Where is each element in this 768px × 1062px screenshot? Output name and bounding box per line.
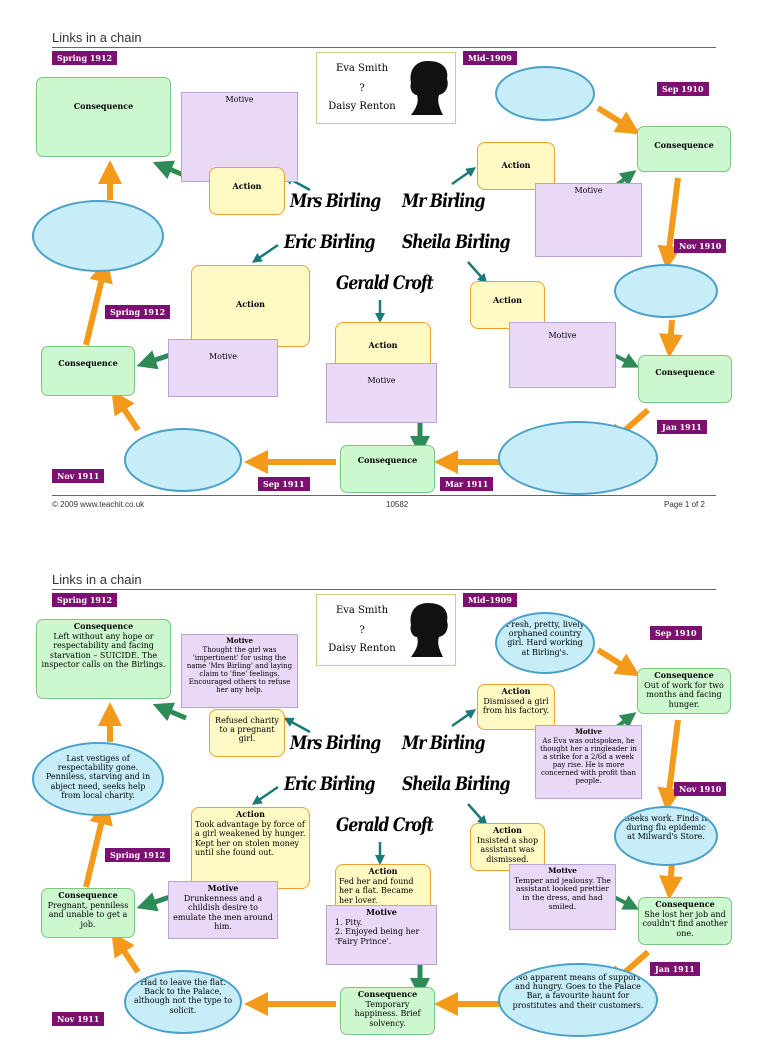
action-sheila-birling: Action [470,281,545,329]
consequence-right: Consequence She lost her job and couldn'… [638,897,732,945]
oval-top-right: Fresh, pretty, lively orphaned country g… [495,612,595,674]
consequence-bottom: Consequence Temporary happiness. Brief s… [340,987,435,1035]
footer-page-number: Page 1 of 2 [664,500,705,509]
footer-doc-number: 10582 [386,500,409,509]
motive-eric-birling: Motive Drunkenness and a childish desire… [168,881,278,939]
date-nov-1911: Nov 1911 [52,1012,105,1026]
daisy-name: Daisy Renton [328,101,396,112]
action-eric-birling: Action Took advantage by force of a girl… [191,807,310,889]
motive-eric-birling: Motive [168,339,278,397]
action-mrs-birling: Refused charity to a pregnant girl. [209,709,285,757]
oval-left [32,200,164,272]
header-rule [52,47,716,48]
motive-item: 1. Pity. [335,918,363,928]
name-gerald-croft: Gerald Croft [336,272,434,294]
footer-copyright: © 2009 www.teachit.co.uk [52,500,145,509]
action-mr-birling: Action Dismissed a girl from his factory… [477,684,555,730]
consequence-left: Consequence Pregnant, penniless and unab… [41,888,135,938]
name-sheila-birling: Sheila Birling [402,773,510,795]
date-sep-1910: Sep 1910 [657,82,709,96]
consequence-bottom: Consequence [340,445,435,493]
motive-gerald-croft: Motive [326,363,437,423]
woman-silhouette-icon [410,61,448,115]
name-mrs-birling: Mrs Birling [290,732,381,754]
motive-gerald-croft: Motive 1. Pity. 2. Enjoyed being her 'Fa… [326,905,437,965]
oval-right: Seeks work. Finds it during flu epidemic… [614,806,718,866]
date-spring-1912-b: Spring 1912 [105,305,171,319]
woman-silhouette-icon [410,603,448,657]
motive-item: 2. Enjoyed being her 'Fairy Prince'. [335,927,420,946]
name-eric-birling: Eric Birling [284,231,375,253]
footer-rule [52,495,716,496]
motive-sheila-birling: Motive [509,322,616,388]
action-mrs-birling: Action [209,167,285,215]
eva-name: Eva Smith [335,63,389,74]
page-header: Links in a chain [52,30,142,45]
oval-bottom-right [498,421,658,495]
date-nov-1910: Nov 1910 [674,782,727,796]
worksheet-page-2: Links in a chain Spring 1912 Mid–1909 Se… [0,542,768,1062]
header-rule [52,589,716,590]
eva-smith-card: Eva Smith ? Daisy Renton [316,594,456,666]
motive-sheila-birling: Motive Temper and jealousy. The assistan… [509,864,616,930]
oval-top-right [495,66,595,121]
date-mid-1909: Mid–1909 [463,51,517,65]
date-nov-1910: Nov 1910 [674,239,727,253]
name-mrs-birling: Mrs Birling [290,190,381,212]
motive-mrs-birling: Motive Thought the girl was 'impertinent… [181,634,298,708]
worksheet-page-1: Links in a chain Spring 1912 Mid–1909 Se… [0,0,768,520]
date-spring-1912-b: Spring 1912 [105,848,171,862]
date-mid-1909: Mid–1909 [463,593,517,607]
consequence-top-left: Consequence [36,77,171,157]
date-jan-1911: Jan 1911 [650,962,700,976]
page-header: Links in a chain [52,572,142,587]
motive-mr-birling: Motive [535,183,642,257]
eva-name: Eva Smith [335,605,389,616]
oval-right [614,264,718,318]
action-gerald-croft: Action [335,322,431,370]
date-spring-1912: Spring 1912 [52,51,118,65]
name-mr-birling: Mr Birling [402,732,485,754]
date-mar-1911: Mar 1911 [440,477,494,491]
oval-bottom-left [124,428,242,492]
name-gerald-croft: Gerald Croft [336,814,434,836]
name-mr-birling: Mr Birling [402,190,485,212]
oval-left: Last vestiges of respectability gone. Pe… [32,742,164,816]
name-eric-birling: Eric Birling [284,773,375,795]
daisy-name: Daisy Renton [328,643,396,654]
action-sheila-birling: Action Insisted a shop assistant was dis… [470,823,545,871]
action-eric-birling: Action [191,265,310,347]
consequence-top-right: Consequence Out of work for two months a… [637,668,731,714]
date-jan-1911: Jan 1911 [657,420,707,434]
consequence-right: Consequence [638,355,732,403]
action-mr-birling: Action [477,142,555,190]
date-sep-1911: Sep 1911 [258,477,310,491]
eva-question: ? [359,83,365,94]
name-sheila-birling: Sheila Birling [402,231,510,253]
date-spring-1912: Spring 1912 [52,593,118,607]
eva-question: ? [359,625,365,636]
motive-mr-birling: Motive As Eva was outspoken, he thought … [535,725,642,799]
consequence-top-right: Consequence [637,126,731,172]
oval-bottom-left: Had to leave the flat. Back to the Palac… [124,970,242,1034]
oval-bottom-right: No apparent means of support and hungry.… [498,963,658,1037]
date-sep-1910: Sep 1910 [650,626,702,640]
eva-smith-card: Eva Smith ? Daisy Renton [316,52,456,124]
consequence-top-left: Consequence Left without any hope or res… [36,619,171,699]
consequence-left: Consequence [41,346,135,396]
date-nov-1911: Nov 1911 [52,469,105,483]
